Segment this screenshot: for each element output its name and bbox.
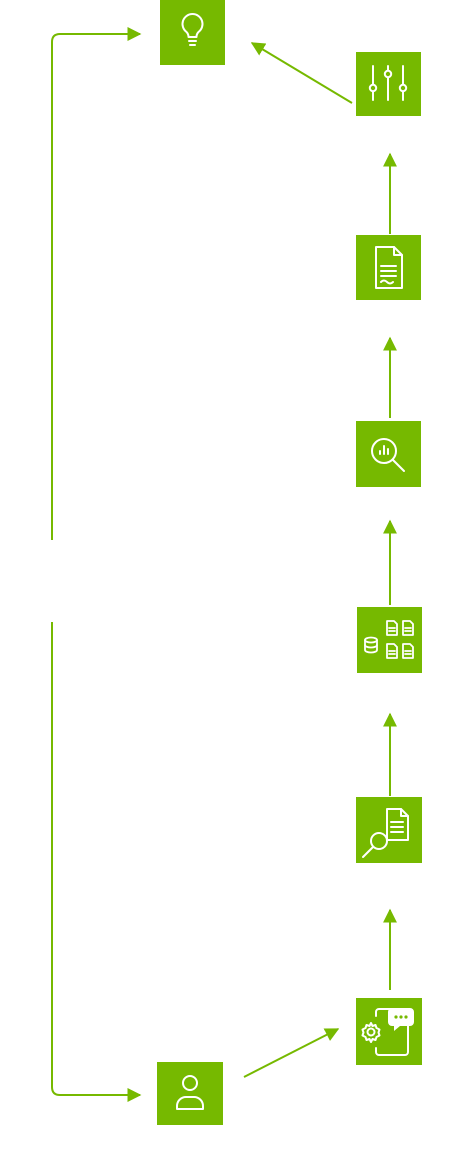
node-report <box>356 235 421 300</box>
settings-chat-icon <box>361 1008 414 1056</box>
database-documents-icon <box>364 620 414 659</box>
edge-user-loop-bottom <box>51 622 142 1102</box>
node-insight <box>160 0 225 65</box>
node-tuning <box>356 52 421 116</box>
analytics-search-icon <box>371 438 405 472</box>
sliders-icon <box>368 65 408 101</box>
node-analysis <box>356 421 421 487</box>
edge-insight-loop-top <box>51 27 142 540</box>
node-assistant <box>356 998 422 1065</box>
edge-tuning-insight <box>250 42 353 104</box>
node-retrieval <box>356 797 422 863</box>
user-icon <box>176 1075 204 1110</box>
document-icon <box>375 246 403 289</box>
node-user <box>157 1062 223 1125</box>
document-search-icon <box>362 808 409 858</box>
lightbulb-icon <box>181 13 204 46</box>
node-data <box>357 607 422 673</box>
edge-user-assistant <box>243 1028 340 1078</box>
